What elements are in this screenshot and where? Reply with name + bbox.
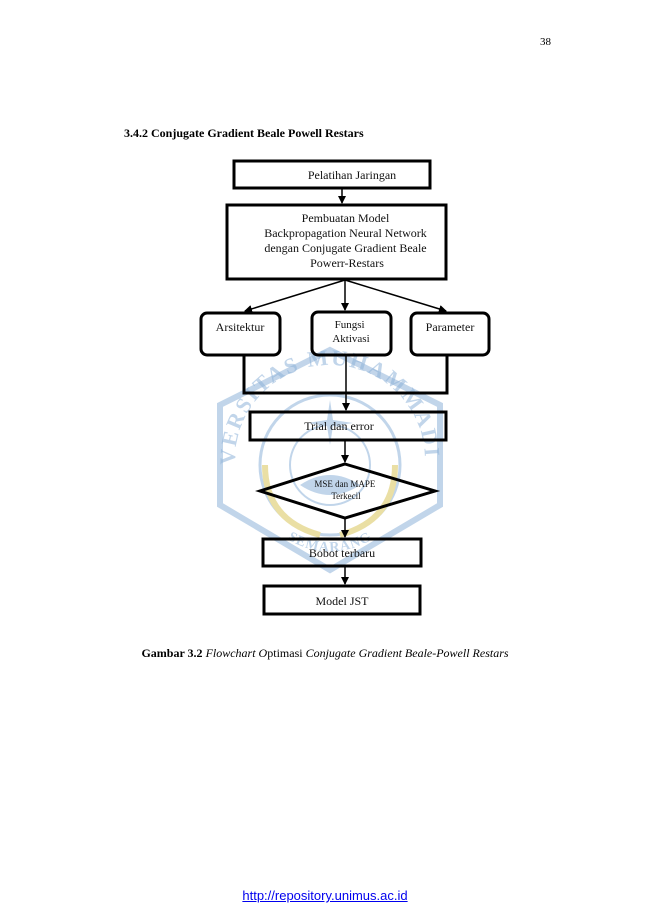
activation-box [310,310,393,357]
model-label-line-4: Powerr-Restars [310,256,384,270]
decision-label: MSE dan MAPE Terkecil [314,479,377,501]
caption-label: Gambar 3.2 [141,646,203,660]
decision-label-line-1: MSE dan MAPE [314,479,376,489]
architecture-label: Arsitektur [216,320,265,334]
trial-box [248,410,448,442]
caption-italic-2: Conjugate Gradient Beale-Powell Restars [305,646,509,660]
parameter-box [409,311,491,357]
model-label: Pembuatan Model Backpropagation Neural N… [264,211,430,270]
weights-label: Bobot terbaru [309,546,375,560]
model-box [225,203,448,281]
trial-label: Trial dan error [304,419,374,433]
model-label-line-3: dengan Conjugate Gradient Beale [264,241,426,255]
architecture-box [199,311,282,357]
model-label-line-2: Backpropagation Neural Network [264,226,427,240]
model-output-box [262,584,422,616]
activation-label-line-2: Aktivasi [332,333,369,345]
decision-label-line-2: Terkecil [331,491,361,501]
activation-label-line-1: Fungsi [335,319,365,331]
repository-link[interactable]: http://repository.unimus.ac.id [242,888,408,903]
model-label-line-1: Pembuatan Model [302,211,390,225]
training-box [232,159,432,190]
model-output-label: Model JST [315,594,369,608]
caption-normal: ptimasi [267,646,306,660]
activation-label: Fungsi Aktivasi [332,319,369,345]
training-label: Pelatihan Jaringan [308,168,396,182]
caption-italic-1: Flowchart O [205,646,268,660]
figure-caption: Gambar 3.2 Flowchart Optimasi Conjugate … [0,646,650,661]
section-heading: 3.4.2 Conjugate Gradient Beale Powell Re… [124,126,364,140]
arrow-model-to-architecture [244,279,346,313]
arrow-model-to-parameter [344,279,447,313]
page-number: 38 [540,36,551,48]
parameter-label: Parameter [426,320,475,334]
weights-box [261,537,423,568]
